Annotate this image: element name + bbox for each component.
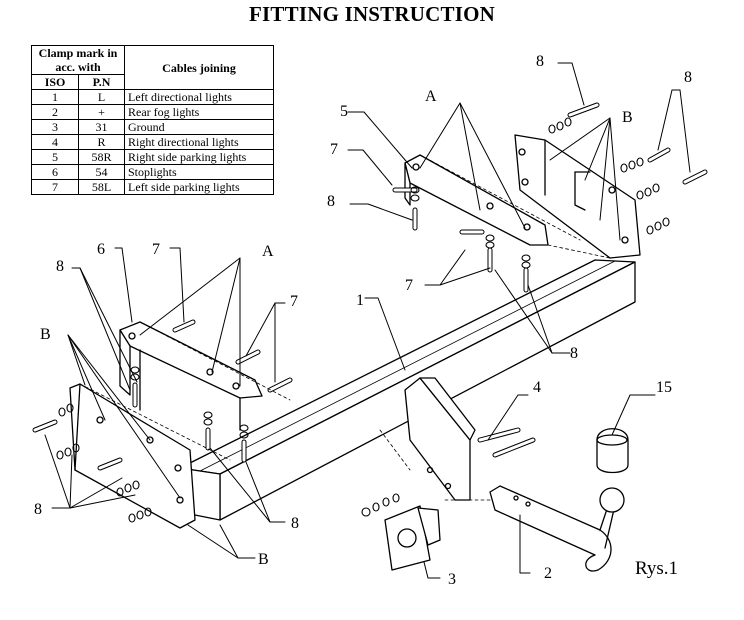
part-label: B <box>40 326 51 343</box>
pn-cell: 31 <box>78 119 125 135</box>
part-label: 8 <box>570 345 578 362</box>
cable-name-cell: Right side parking lights <box>124 149 274 165</box>
part-label: 8 <box>34 501 42 518</box>
leader-lines <box>44 62 691 579</box>
part-label: B <box>622 109 633 126</box>
bolt <box>477 427 521 443</box>
part-label: 7 <box>330 141 338 158</box>
part-label: 2 <box>544 565 552 582</box>
part-label: A <box>425 88 437 105</box>
ball-mount-plate <box>404 377 476 501</box>
part-label: 3 <box>448 571 456 588</box>
part-label: 5 <box>340 103 348 120</box>
iso-cell: 7 <box>30 179 80 195</box>
cables-joining-header: Cables joining <box>124 45 274 90</box>
cables-table: Clamp mark in acc. with Cables joining I… <box>30 45 274 195</box>
pn-cell: 54 <box>78 164 125 180</box>
part-label: 8 <box>327 193 335 210</box>
bolt <box>647 147 671 163</box>
bolt <box>492 437 536 458</box>
part-label: 15 <box>656 379 672 396</box>
part-label: B <box>258 551 269 568</box>
part-label: 6 <box>97 241 105 258</box>
cable-name-cell: Stoplights <box>124 164 274 180</box>
ball-neck <box>489 485 625 572</box>
part-label: 8 <box>56 258 64 275</box>
part-label: 1 <box>356 292 364 309</box>
bolt <box>682 169 708 185</box>
part-label: 7 <box>405 277 413 294</box>
bolt <box>97 457 123 471</box>
bolt <box>32 419 58 433</box>
bolt <box>172 319 196 333</box>
part-labels: 8 8 A B 5 7 8 7 8 6 7 A 8 7 1 B 4 15 8 8… <box>34 53 692 588</box>
page-title: FITTING INSTRUCTION <box>249 2 495 26</box>
socket-plate <box>384 505 441 571</box>
bolt <box>567 102 600 118</box>
part-label: 8 <box>684 69 692 86</box>
part-label: 7 <box>290 293 298 310</box>
figure-caption: Rys.1 <box>635 558 678 579</box>
ball-cap <box>596 428 629 474</box>
pn-cell: 58L <box>78 179 125 195</box>
right-bracket <box>404 134 641 259</box>
part-label: 8 <box>536 53 544 70</box>
part-label: A <box>262 243 274 260</box>
washers <box>56 117 670 523</box>
bolt <box>267 377 293 393</box>
part-label: 8 <box>291 515 299 532</box>
part-label: 7 <box>152 241 160 258</box>
bolt <box>235 349 261 365</box>
cable-name-cell: Right directional lights <box>124 134 274 150</box>
part-label: 4 <box>533 379 541 396</box>
cable-name-cell: Left side parking lights <box>124 179 274 195</box>
pn-header: P.N <box>78 74 125 90</box>
clamp-mark-header: Clamp mark in acc. with <box>31 45 125 75</box>
bolts <box>32 102 708 471</box>
iso-cell: 5 <box>30 149 80 165</box>
cable-name-cell: Ground <box>124 119 274 135</box>
